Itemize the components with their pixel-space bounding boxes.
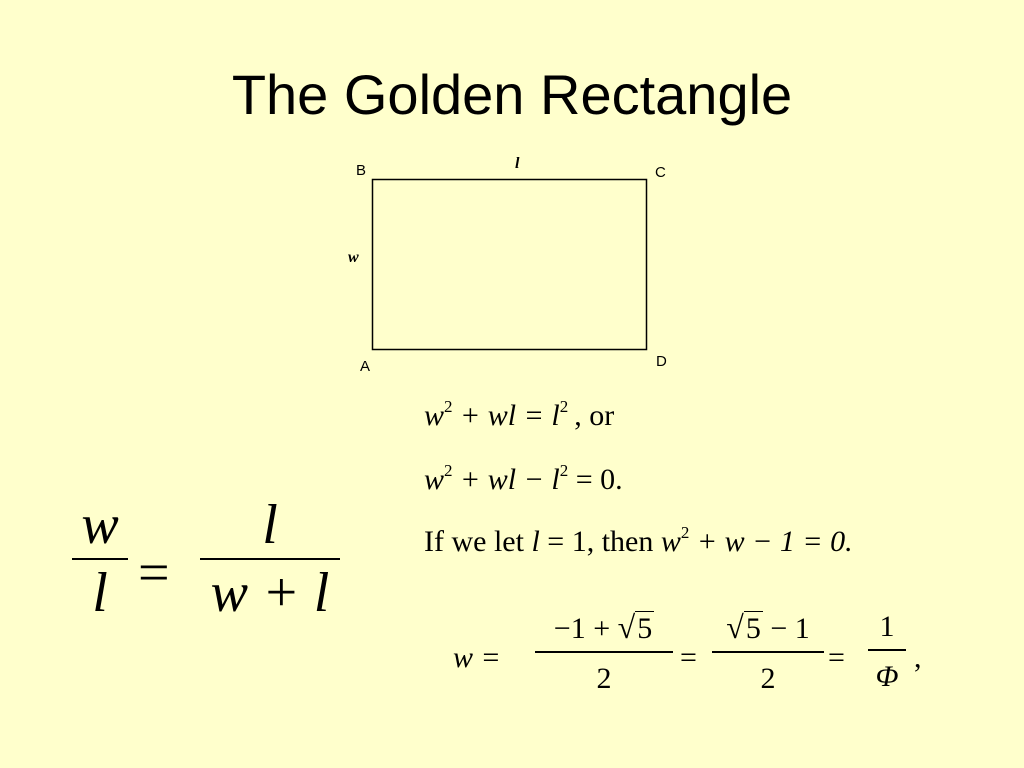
slide-title: The Golden Rectangle	[231, 63, 793, 126]
eq3-assign: = 1, then	[539, 525, 661, 558]
eq3-w: w	[660, 525, 681, 558]
ratio-right-denominator: w + l	[210, 562, 330, 624]
eq3-exponent-w: 2	[680, 523, 690, 542]
length-label: l	[515, 155, 520, 172]
equation-2: w2 + wl − l2 = 0.	[424, 462, 623, 498]
ratio-right-fraction-bar	[200, 558, 340, 560]
vertex-c-label: C	[655, 164, 666, 181]
eq1-w: w	[424, 399, 445, 432]
solution-fraction-3-numerator: 1	[879, 610, 895, 643]
eq2-exponent-w: 2	[444, 461, 453, 480]
equation-3: If we let l = 1, then w2 + w − 1 = 0.	[424, 524, 853, 560]
eq2-exponent-l: 2	[559, 461, 569, 480]
solution-equals-2: =	[828, 641, 845, 674]
solution-fraction-1-bar	[535, 651, 673, 653]
vertex-b-label: B	[356, 162, 366, 179]
eq1-exponent-w: 2	[444, 397, 453, 416]
eq2-middle: + wl − l	[452, 463, 560, 496]
frac1-radical: √5	[617, 609, 655, 645]
frac1-radicand: 5	[635, 611, 655, 645]
solution-fraction-1: −1 + √5 2	[535, 605, 673, 705]
solution-fraction-3: 1 Φ	[868, 605, 906, 703]
eq1-exponent-l: 2	[559, 397, 569, 416]
eq2-tail: = 0.	[568, 463, 623, 496]
eq3-l: l	[531, 525, 540, 558]
golden-rectangle-diagram: B C A D l w	[348, 155, 667, 375]
rectangle-abcd	[371, 178, 648, 351]
solution-fraction-2-denominator: 2	[760, 661, 776, 695]
solution-fraction-2-numerator: √5 − 1	[726, 605, 810, 651]
frac1-num-prefix: −1 +	[553, 612, 618, 645]
ratio-left-fraction: w l	[72, 492, 128, 626]
frac2-radicand: 5	[743, 611, 763, 645]
frac2-num-suffix: − 1	[762, 612, 810, 645]
eq2-w: w	[424, 463, 445, 496]
eq1-middle: + wl = l	[452, 399, 560, 432]
solution-fraction-3-bar	[868, 649, 906, 651]
ratio-equals-sign: =	[138, 542, 170, 604]
ratio-right-fraction: l w + l	[200, 492, 340, 626]
vertex-d-label: D	[656, 353, 667, 370]
solution-equals-1: =	[680, 641, 697, 674]
ratio-left-fraction-bar	[72, 558, 128, 560]
solution-fraction-3-denominator: Φ	[875, 659, 899, 693]
equation-1: w2 + wl = l2, or	[424, 398, 614, 434]
ratio-left-denominator: l	[92, 562, 108, 624]
eq1-tail: , or	[574, 399, 615, 432]
eq3-prefix: If we let	[424, 525, 532, 558]
solution-lhs: w =	[453, 641, 501, 674]
ratio-right-numerator: l	[262, 494, 278, 556]
solution-fraction-1-denominator: 2	[596, 661, 612, 695]
ratio-left-numerator: w	[81, 494, 119, 556]
vertex-a-label: A	[360, 358, 370, 375]
solution-fraction-1-numerator: −1 + √5	[553, 605, 655, 651]
solution-fraction-2-bar	[712, 651, 824, 653]
solution-tail-comma: ,	[914, 641, 922, 674]
width-label: w	[348, 249, 359, 266]
solution-fraction-2: √5 − 1 2	[712, 605, 824, 705]
eq3-tail: + w − 1 = 0.	[689, 525, 853, 558]
frac2-radical: √5	[726, 609, 763, 645]
